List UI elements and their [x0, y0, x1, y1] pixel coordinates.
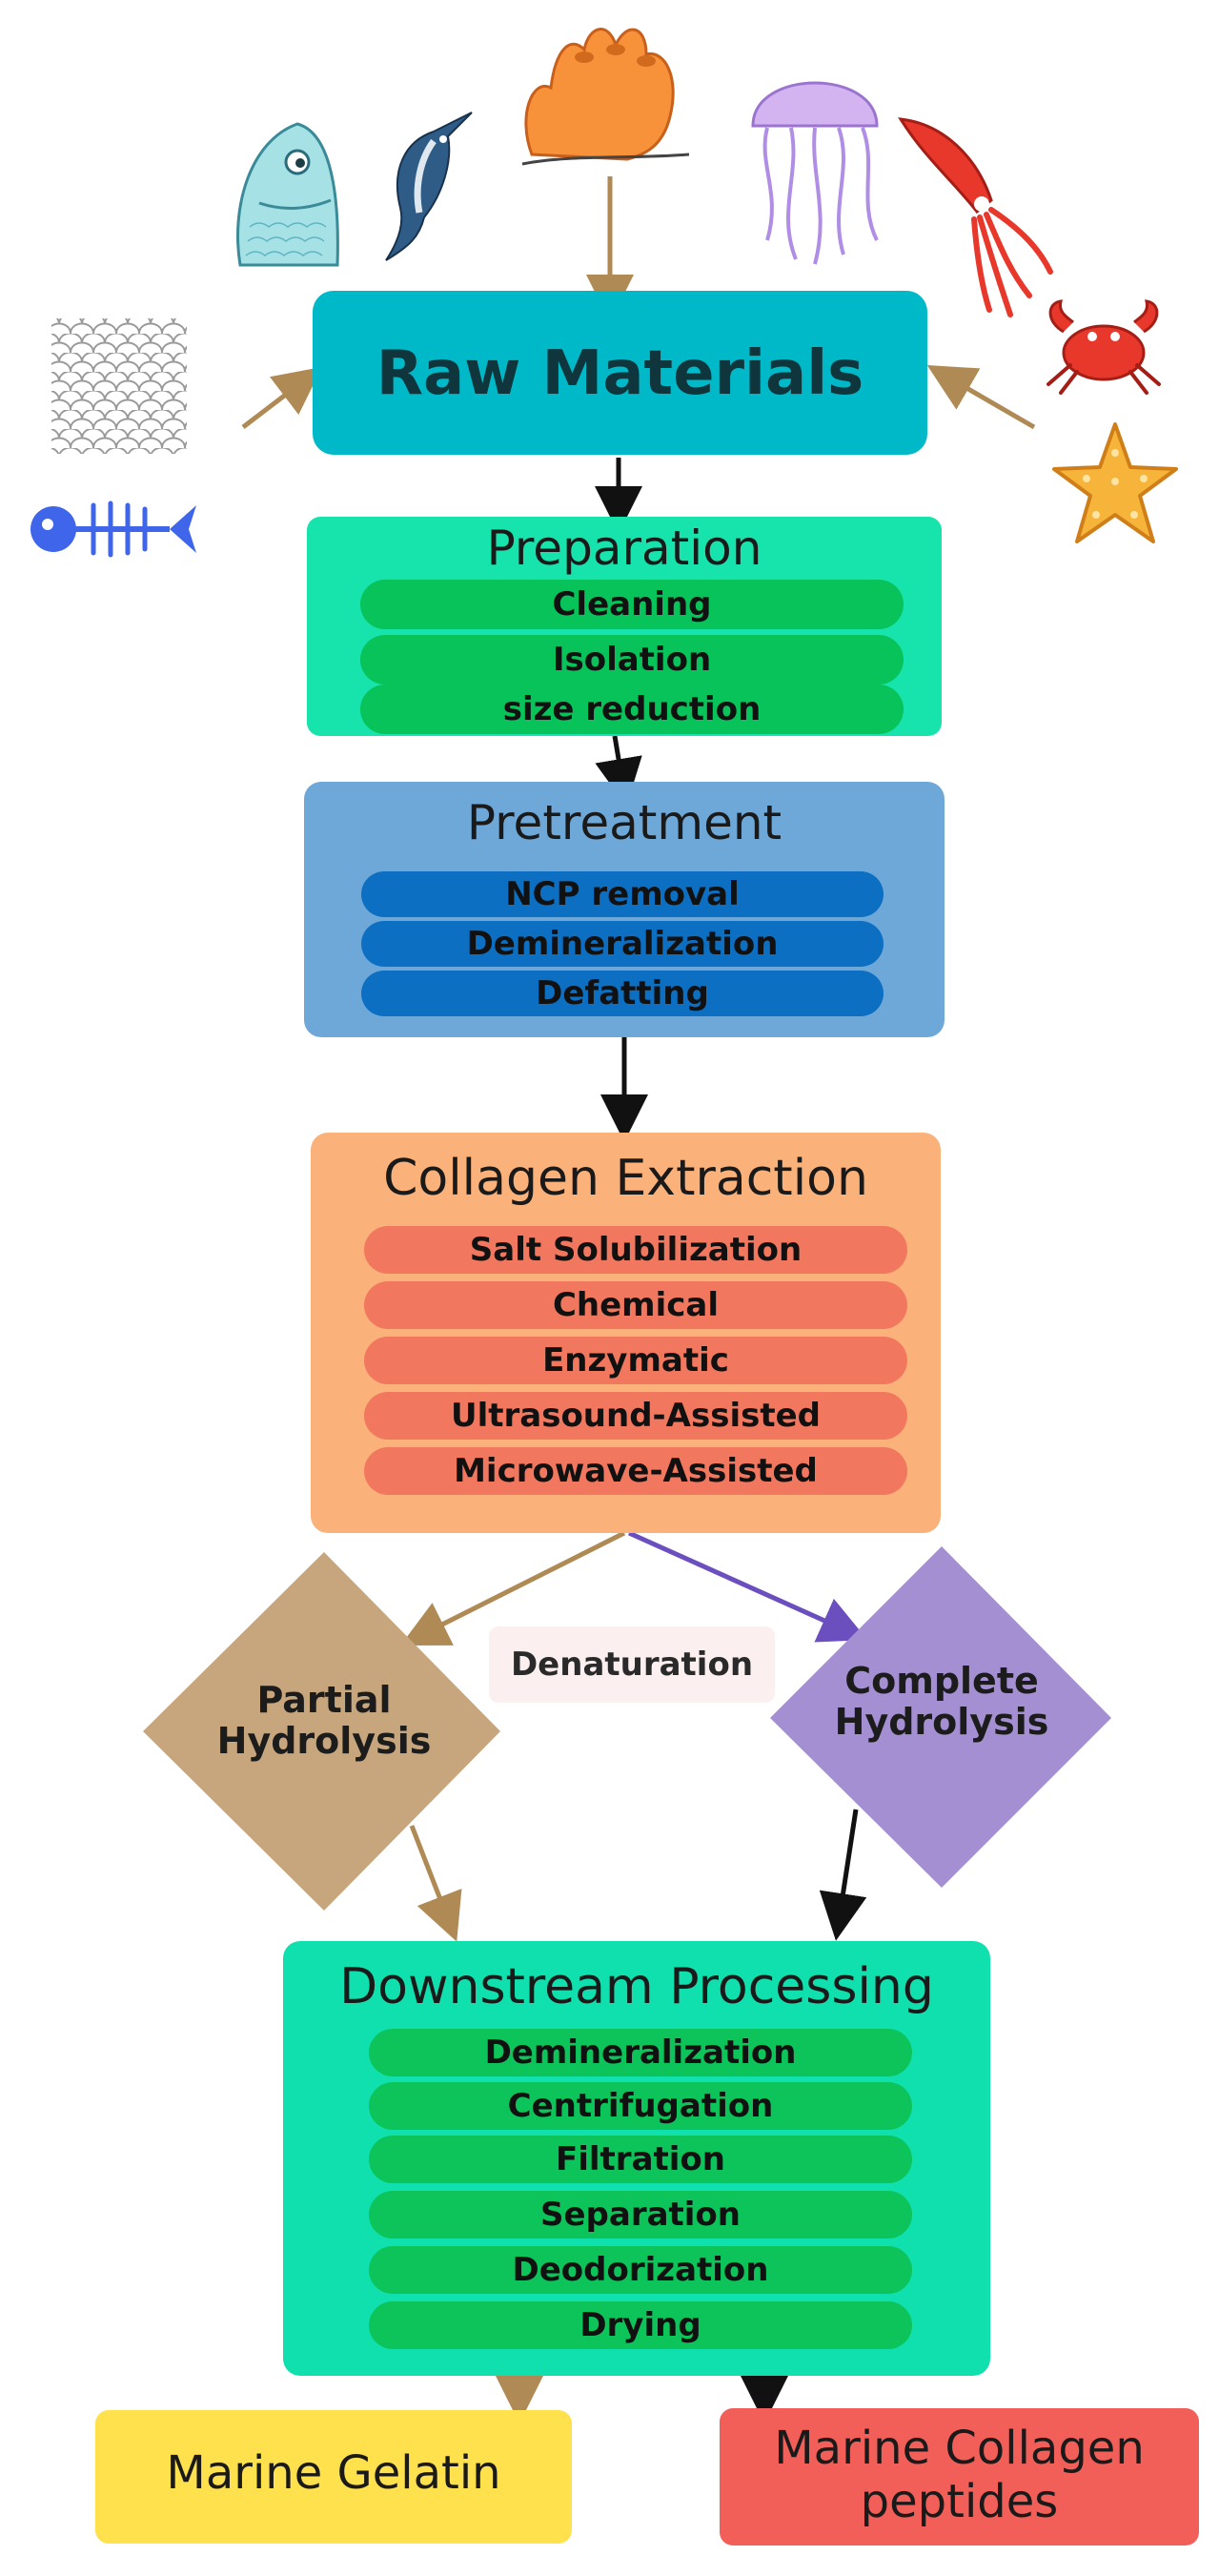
peptides-line1: Marine Collagen [774, 2422, 1145, 2475]
collagen-extraction-title: Collagen Extraction [383, 1150, 868, 1207]
arrow-crab-to-raw [926, 364, 1036, 430]
marine-collagen-peptides-box: Marine Collagen peptides [720, 2408, 1199, 2545]
pretreatment-box: Pretreatment NCP removal Demineralizatio… [304, 782, 945, 1037]
extraction-method: Enzymatic [364, 1337, 907, 1384]
jellyfish-icon [751, 81, 879, 265]
squid-icon [898, 117, 1053, 317]
fish-scales-icon [51, 318, 187, 454]
marine-collagen-peptides-label: Marine Collagen peptides [720, 2422, 1199, 2528]
peptides-line2: peptides [860, 2475, 1059, 2528]
collagen-extraction-box: Collagen Extraction Salt Solubilization … [311, 1133, 941, 1533]
fish-bone-icon [30, 501, 196, 558]
extraction-method: Microwave-Assisted [364, 1447, 907, 1495]
partial-line2: Hydrolysis [216, 1719, 432, 1762]
marine-gelatin-box: Marine Gelatin [95, 2410, 572, 2544]
prep-step: Cleaning [360, 580, 904, 629]
arrow-partial-to-down [409, 1825, 462, 1942]
extraction-method: Salt Solubilization [364, 1226, 907, 1274]
downstream-step: Demineralization [369, 2029, 912, 2076]
arrow-prep-to-pre [595, 735, 642, 807]
pretreatment-title: Pretreatment [466, 795, 782, 850]
extraction-method: Chemical [364, 1281, 907, 1329]
arrow-ext-to-partial [400, 1530, 626, 1646]
arrow-complete-to-down [819, 1809, 867, 1941]
sponge-coral-icon [521, 28, 690, 166]
arrow-scales-to-raw [241, 366, 322, 429]
downstream-step: Drying [369, 2301, 912, 2349]
fish-head-icon [236, 122, 339, 267]
downstream-step: Filtration [369, 2136, 912, 2183]
downstream-step: Deodorization [369, 2246, 912, 2294]
prep-step: size reduction [360, 685, 904, 734]
denaturation-label: Denaturation [489, 1626, 775, 1703]
starfish-icon [1052, 422, 1178, 543]
prep-step: Isolation [360, 635, 904, 685]
pretreatment-step: Demineralization [361, 921, 884, 967]
extraction-method: Ultrasound-Assisted [364, 1392, 907, 1440]
raw-materials-title: Raw Materials [376, 338, 864, 409]
swordfish-icon [385, 112, 473, 261]
pretreatment-step: Defatting [361, 971, 884, 1016]
complete-line1: Complete [844, 1660, 1039, 1702]
pretreatment-step: NCP removal [361, 871, 884, 917]
downstream-step: Separation [369, 2191, 912, 2239]
partial-hydrolysis-label: Partial Hydrolysis [181, 1680, 467, 1761]
partial-hydrolysis-diamond [143, 1552, 500, 1911]
preparation-title: Preparation [486, 521, 762, 576]
complete-hydrolysis-label: Complete Hydrolysis [799, 1661, 1085, 1742]
preparation-box: Preparation Cleaning Isolation size redu… [307, 517, 942, 736]
complete-line2: Hydrolysis [834, 1700, 1049, 1743]
marine-gelatin-label: Marine Gelatin [166, 2446, 501, 2500]
raw-materials-box: Raw Materials [313, 291, 927, 455]
downstream-step: Centrifugation [369, 2082, 912, 2130]
partial-line1: Partial [256, 1679, 392, 1721]
arrow-ext-to-complete [627, 1530, 868, 1643]
downstream-processing-title: Downstream Processing [339, 1958, 934, 2015]
downstream-processing-box: Downstream Processing Demineralization C… [283, 1941, 990, 2376]
complete-hydrolysis-diamond [770, 1546, 1111, 1888]
crab-icon [1046, 299, 1161, 395]
